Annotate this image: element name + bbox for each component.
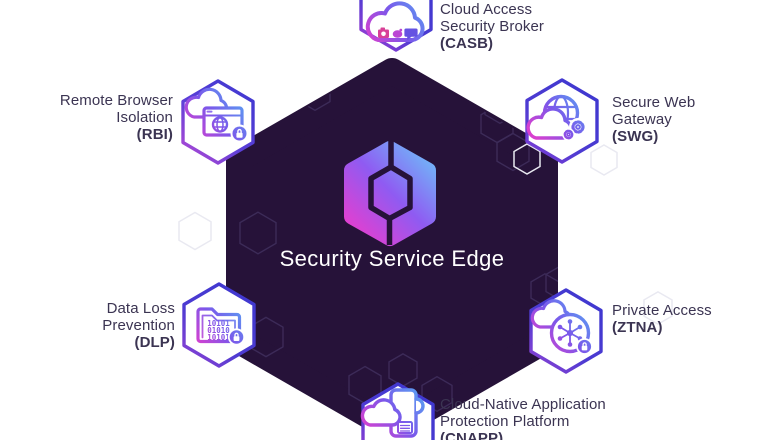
label-line: Security Broker bbox=[440, 18, 545, 35]
label-line: Gateway bbox=[612, 111, 672, 128]
gears-glyph bbox=[562, 118, 587, 141]
label-line: Remote Browser bbox=[59, 92, 173, 109]
lock-badge bbox=[230, 124, 249, 143]
folder-data-lock-icon: 10101 01010 10101 bbox=[196, 307, 246, 346]
sse-hexagon-logo bbox=[344, 140, 436, 246]
label-acronym: (CNAPP) bbox=[440, 430, 504, 440]
svg-text:01010: 01010 bbox=[207, 326, 230, 335]
camera-glyph bbox=[378, 27, 389, 38]
globe-glyph bbox=[211, 116, 229, 133]
cloud-network-lock-icon bbox=[530, 299, 593, 355]
label-acronym: (CASB) bbox=[440, 35, 494, 52]
svg-text:10101: 10101 bbox=[207, 333, 230, 342]
label-acronym: (RBI) bbox=[136, 126, 173, 143]
cnapp-label: Cloud-Native Application Protection Plat… bbox=[440, 396, 606, 440]
chat-bubble-glyph bbox=[404, 28, 418, 41]
rbi-hexagon bbox=[181, 79, 255, 165]
lock-badge bbox=[227, 328, 246, 346]
label-line: Secure Web bbox=[612, 94, 696, 111]
label-line: Cloud-Native Application bbox=[440, 396, 606, 413]
label-line: Protection Platform bbox=[440, 413, 570, 430]
label-line: Data Loss bbox=[106, 300, 175, 317]
binary-data: 10101 01010 10101 bbox=[207, 319, 230, 342]
label-line: Prevention bbox=[102, 317, 175, 334]
label-acronym: (ZTNA) bbox=[612, 319, 663, 336]
dlp-label: Data Loss Prevention (DLP) bbox=[40, 300, 175, 351]
lock-badge bbox=[576, 338, 593, 355]
piggy-glyph bbox=[392, 28, 403, 38]
hub-spokes bbox=[557, 319, 583, 347]
dlp-hexagon: 10101 01010 10101 bbox=[182, 282, 256, 368]
label-line: Cloud Access bbox=[440, 1, 533, 18]
ztna-label: Private Access (ZTNA) bbox=[612, 302, 712, 336]
casb-hexagon bbox=[359, 0, 433, 52]
page-title: Security Service Edge bbox=[279, 246, 505, 271]
cloud-apps-icon bbox=[365, 1, 425, 43]
cloud-outline bbox=[365, 1, 425, 43]
label-line: Private Access bbox=[612, 302, 712, 319]
label-acronym: (SWG) bbox=[612, 128, 659, 145]
globe-cloud-gears-icon bbox=[526, 94, 587, 141]
cnapp-hexagon bbox=[360, 382, 435, 440]
ztna-hexagon bbox=[529, 288, 603, 374]
cloud-browser-lock-icon bbox=[184, 87, 249, 143]
casb-app-glyphs bbox=[378, 27, 418, 41]
outer-hex-pattern bbox=[178, 143, 673, 326]
svg-text:10101: 10101 bbox=[207, 319, 230, 328]
swg-label: Secure Web Gateway (SWG) bbox=[612, 94, 695, 145]
label-acronym: (DLP) bbox=[134, 334, 175, 351]
cloud-outline bbox=[360, 398, 402, 427]
rbi-label: Remote Browser Isolation (RBI) bbox=[40, 92, 173, 143]
label-line: Isolation bbox=[116, 109, 173, 126]
swg-hexagon bbox=[525, 78, 599, 164]
cloud-document-icon bbox=[360, 388, 425, 438]
casb-label: Cloud Access Security Broker (CASB) bbox=[440, 1, 544, 52]
